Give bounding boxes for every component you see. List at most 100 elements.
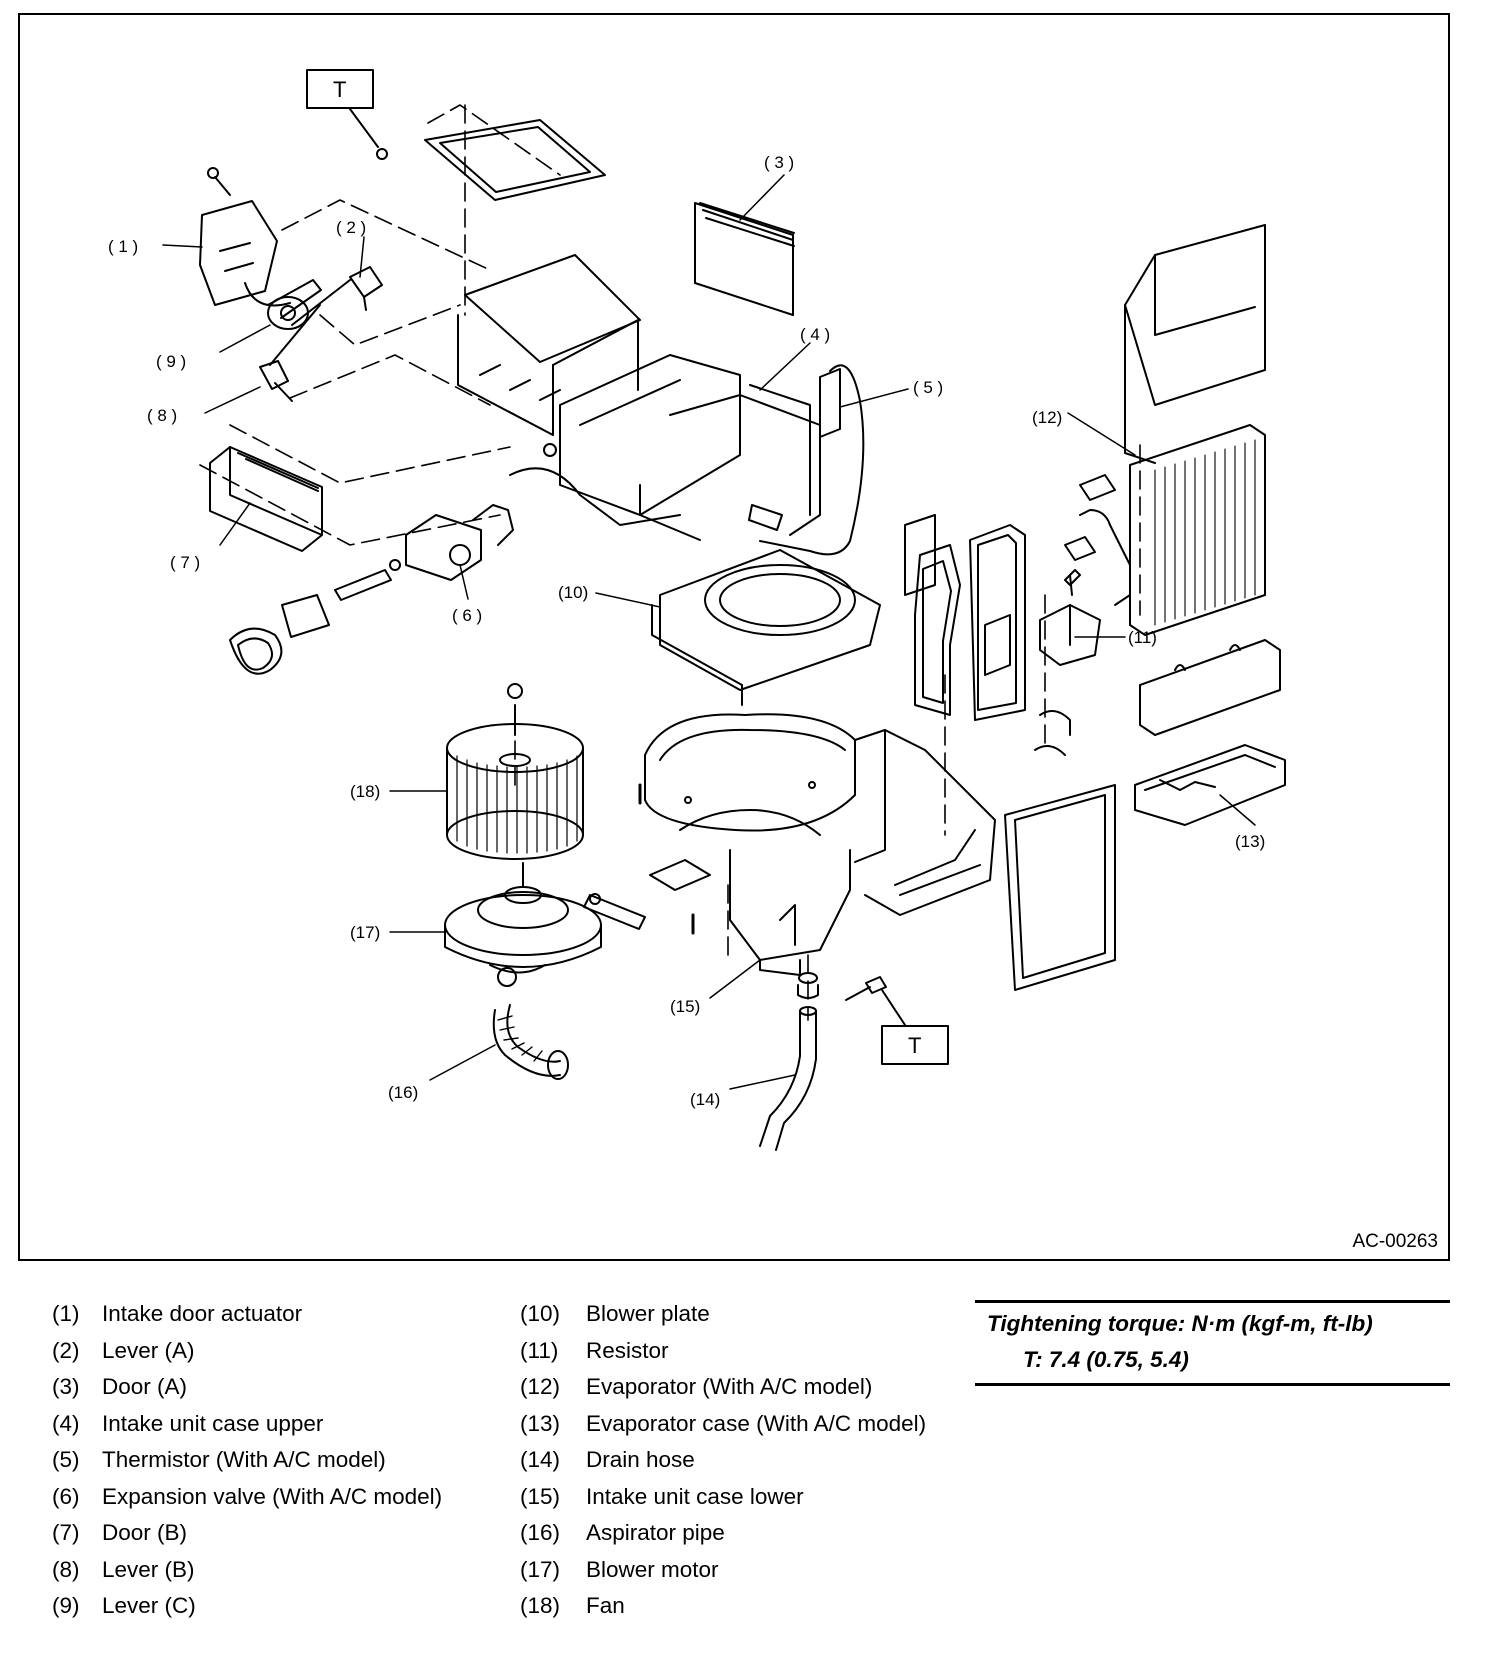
legend-right: (10) Blower plate (11) Resistor (12) Evapor… xyxy=(520,1296,926,1625)
callout-3: ( 3 ) xyxy=(764,153,794,172)
legend-num: (1) xyxy=(52,1301,80,1327)
callout-13: (13) xyxy=(1235,832,1265,851)
callout-9: ( 9 ) xyxy=(156,352,186,371)
callout-14: (14) xyxy=(690,1090,720,1109)
legend-num: (18) xyxy=(520,1593,561,1619)
door-b-drawing xyxy=(209,446,323,552)
callout-6: ( 6 ) xyxy=(452,606,482,625)
callout-10: (10) xyxy=(558,583,588,602)
torque-mark-top-label: T xyxy=(333,77,346,102)
legend-num: (14) xyxy=(520,1447,561,1473)
thermistor-drawing xyxy=(748,364,865,556)
aspirator-pipe-drawing xyxy=(492,1004,569,1080)
legend-left: (1) Intake door actuator (2) Lever (A) (3)… xyxy=(52,1296,442,1625)
legend-num: (15) xyxy=(520,1483,561,1509)
torque-spec-title: Tightening torque: N·m (kgf-m, ft-lb) xyxy=(987,1311,1373,1336)
legend-item: (17) Blower motor xyxy=(520,1552,926,1589)
legend-label: Evaporator (With A/C model) xyxy=(586,1374,873,1400)
callout-7: ( 7 ) xyxy=(170,553,200,572)
callout-8: ( 8 ) xyxy=(147,406,177,425)
lever-b-drawing xyxy=(259,304,321,402)
callout-17: (17) xyxy=(350,923,380,942)
legend-num: (12) xyxy=(520,1374,561,1400)
legend-label: Intake unit case upper xyxy=(102,1410,324,1436)
intake-door-actuator-drawing xyxy=(199,167,291,307)
legend-item: (11) Resistor xyxy=(520,1333,926,1370)
legend-num: (6) xyxy=(52,1483,80,1509)
torque-mark-bottom: T xyxy=(845,976,949,1065)
callout-5: ( 5 ) xyxy=(913,378,943,397)
intake-case-upper-drawing xyxy=(457,254,821,541)
legend-label: Resistor xyxy=(586,1337,669,1363)
legend-num: (5) xyxy=(52,1447,80,1473)
legend-label: Lever (A) xyxy=(102,1337,195,1363)
legend-num: (9) xyxy=(52,1593,80,1619)
figure-id: AC-00263 xyxy=(1352,1231,1438,1252)
legend-label: Lever (C) xyxy=(102,1593,196,1619)
legend-item: (6) Expansion valve (With A/C model) xyxy=(52,1479,442,1516)
legend-item: (7)Door (B) xyxy=(52,1515,442,1552)
evaporator-bracket-drawing xyxy=(1139,639,1281,736)
legend-item: (8) Lever (B) xyxy=(52,1552,442,1589)
legend-label: Door (A) xyxy=(102,1374,188,1400)
legend-item: (10) Blower plate xyxy=(520,1296,926,1333)
seal-frames-drawing xyxy=(904,514,1116,991)
legend-num: (7) xyxy=(52,1520,80,1546)
torque-spec-value: T: 7.4 (0.75, 5.4) xyxy=(1023,1347,1189,1372)
legend-label: Blower motor xyxy=(586,1556,719,1582)
legend-item: (4) Intake unit case upper xyxy=(52,1406,442,1443)
callout-15: (15) xyxy=(670,997,700,1016)
expansion-valve-drawing xyxy=(229,504,514,675)
filter-gasket-drawing xyxy=(424,119,606,201)
legend-num: (13) xyxy=(520,1410,561,1436)
legend-num: (2) xyxy=(52,1337,80,1363)
legend-label: Blower plate xyxy=(586,1301,710,1327)
legend-item: (1) Intake door actuator xyxy=(52,1296,442,1333)
lever-c-drawing xyxy=(267,279,322,330)
legend-item: (3) Door (A) xyxy=(52,1369,442,1406)
door-a-drawing xyxy=(694,202,795,316)
legend-label: Drain hose xyxy=(586,1447,695,1473)
legend-item: (9) Lever (C) xyxy=(52,1588,442,1625)
assembly-guide-lines xyxy=(199,104,1141,1021)
torque-spec-box: Tightening torque: N·m (kgf-m, ft-lb) T:… xyxy=(975,1300,1450,1386)
callout-18: (18) xyxy=(350,782,380,801)
legend-num: (17) xyxy=(520,1556,561,1582)
intake-case-lower-drawing xyxy=(638,713,996,976)
blower-plate-drawing xyxy=(651,549,881,706)
callout-leaders xyxy=(162,174,1256,1090)
legend-num: (10) xyxy=(520,1301,561,1327)
resistor-drawing xyxy=(1034,569,1101,756)
callout-1: ( 1 ) xyxy=(108,237,138,256)
legend-num: (8) xyxy=(52,1556,80,1582)
legend-label: Intake unit case lower xyxy=(586,1483,804,1509)
drain-hose-drawing xyxy=(759,972,819,1151)
legend-label: Evaporator case (With A/C model) xyxy=(586,1410,927,1436)
callout-11: (11) xyxy=(1128,628,1157,647)
legend-label: Intake door actuator xyxy=(102,1301,303,1327)
torque-mark-bottom-label: T xyxy=(908,1033,921,1058)
legend-item: (5) Thermistor (With A/C model) xyxy=(52,1442,442,1479)
legend-num: (16) xyxy=(520,1520,561,1546)
legend-num: (11) xyxy=(520,1337,559,1363)
callout-12: (12) xyxy=(1032,408,1062,427)
legend-item: (13) Evaporator case (With A/C model) xyxy=(520,1406,926,1443)
torque-mark-top: T xyxy=(306,69,388,160)
legend-num: (3) xyxy=(52,1374,80,1400)
evaporator-drawing xyxy=(1064,224,1266,636)
legend-item: (16)Aspirator pipe xyxy=(520,1515,926,1552)
legend-item: (2) Lever (A) xyxy=(52,1333,442,1370)
legend-label: Lever (B) xyxy=(102,1556,195,1582)
callout-labels: ( 1 ) ( 2 ) ( 3 ) ( 4 ) ( 5 ) ( 6 ) ( 7 … xyxy=(108,153,1265,1109)
callout-4: ( 4 ) xyxy=(800,325,830,344)
evaporator-case-drawing xyxy=(1134,744,1286,826)
callout-16: (16) xyxy=(388,1083,418,1102)
callout-2: ( 2 ) xyxy=(336,218,366,237)
legend-num: (4) xyxy=(52,1410,80,1436)
lever-a-drawing xyxy=(291,266,383,326)
legend-item: (14) Drain hose xyxy=(520,1442,926,1479)
fan-drawing xyxy=(446,683,584,860)
legend-label: Thermistor (With A/C model) xyxy=(102,1447,386,1473)
blower-motor-drawing xyxy=(444,862,646,987)
legend-label: Expansion valve (With A/C model) xyxy=(102,1483,443,1509)
